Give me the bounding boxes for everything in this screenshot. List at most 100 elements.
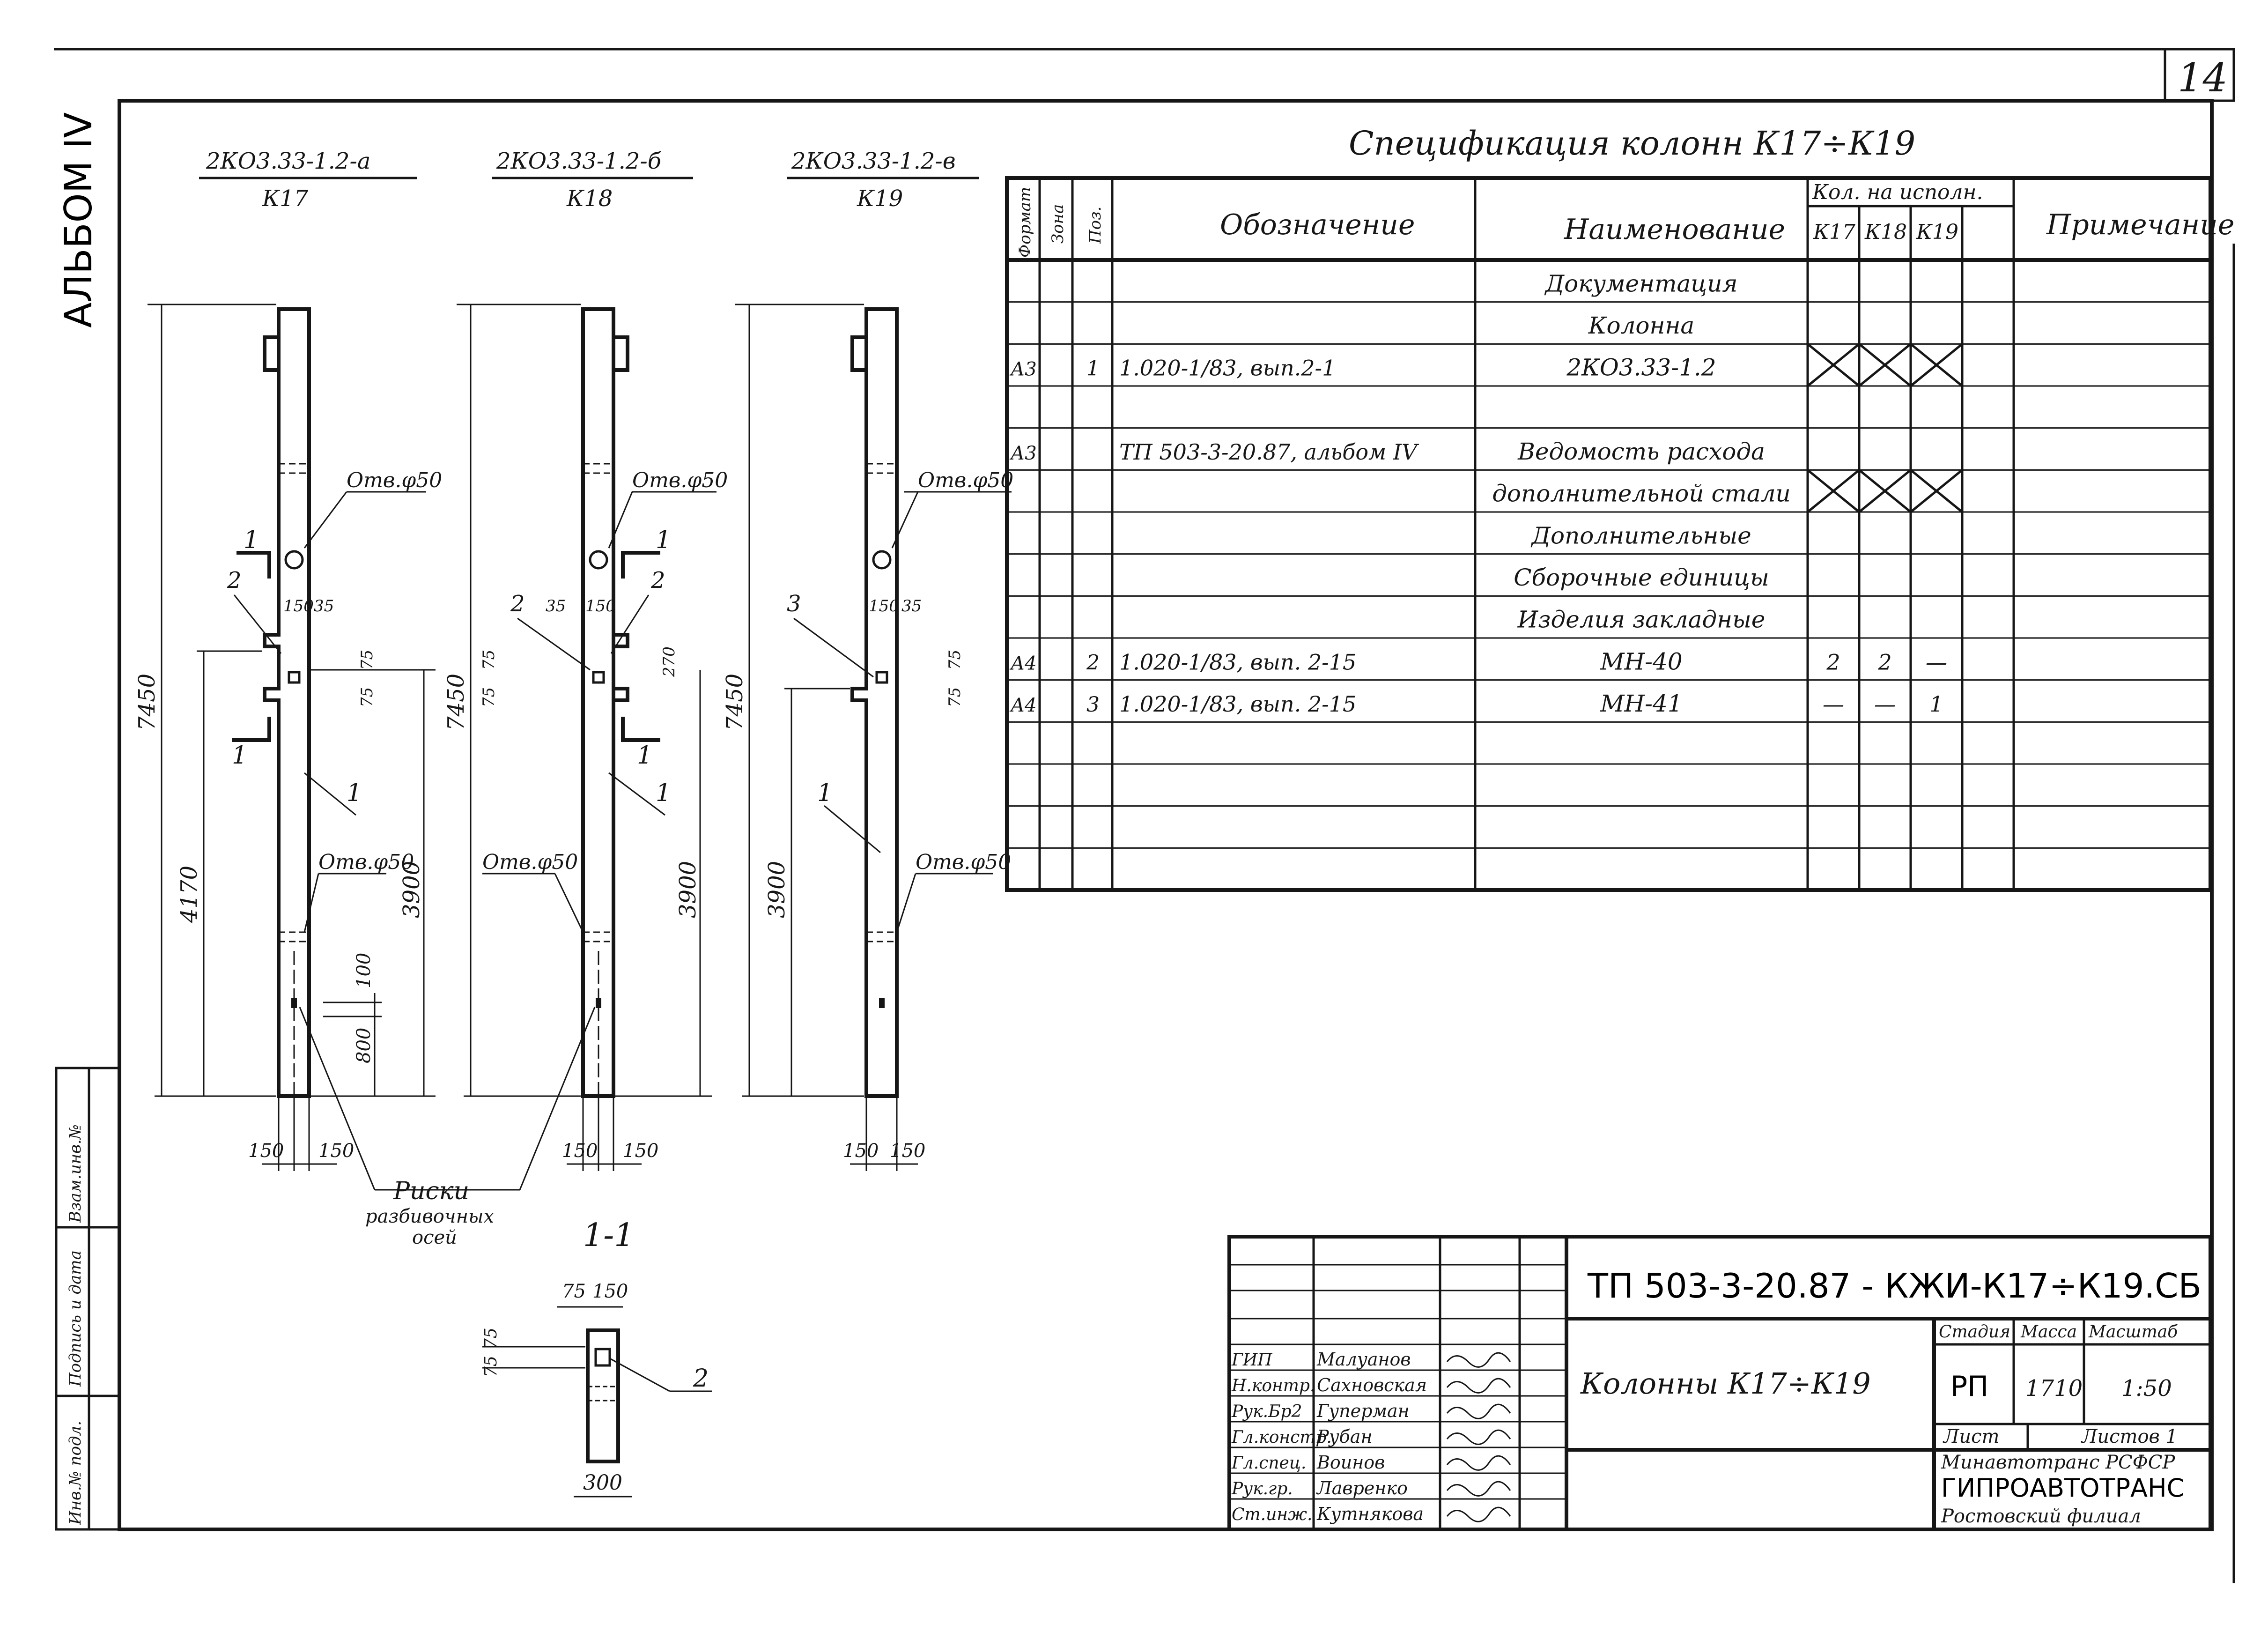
column-k17: 2КО3.33-1.2-а К17 7450 4170 3900 Отв.φ50… xyxy=(134,148,442,1171)
column-k19-dim-75b: 75 xyxy=(946,687,964,707)
column-k19-pos-label: 3 xyxy=(787,591,801,617)
signature-scribble xyxy=(1446,1455,1511,1471)
spec-table: Спецификация колонн К17÷К19 Формат Зона … xyxy=(1005,124,2234,892)
titleblock-person: Гуперман xyxy=(1316,1401,1410,1421)
column-k17-dim-75b: 75 xyxy=(358,687,377,707)
signature-scribble xyxy=(1446,1481,1511,1497)
column-k17-code: 2КО3.33-1.2-а xyxy=(206,148,370,174)
spec-title: Спецификация колонн К17÷К19 xyxy=(1349,124,1915,163)
titleblock-scale-header: Масштаб xyxy=(2088,1322,2178,1342)
column-k18-dim-35: 35 xyxy=(546,597,566,616)
spec-cross-mark xyxy=(1910,343,1963,387)
section-title: 1-1 xyxy=(583,1217,635,1254)
column-k17-dim-800: 800 xyxy=(353,1028,375,1063)
spec-cell-format: А3 xyxy=(1009,359,1037,380)
titleblock-role: Ст.инж. xyxy=(1232,1505,1312,1524)
column-k17-overall: 7450 xyxy=(134,674,160,731)
spec-header-zone: Зона xyxy=(1049,204,1067,244)
side-stamp: Инв.№ подл. Подпись и дата Взам.инв.№ xyxy=(55,1067,121,1531)
spec-header-qty: Кол. на исполн. xyxy=(1812,180,1983,204)
spec-header-k18: К18 xyxy=(1864,220,1907,244)
signature-scribble xyxy=(1446,1378,1511,1394)
spec-cell-format: А4 xyxy=(1009,653,1037,674)
spec-cell-designation: ТП 503-3-20.87, альбом IV xyxy=(1119,439,1419,465)
column-k18-dim-75a: 75 xyxy=(480,650,498,670)
column-k17-bottom-dim-2: 150 xyxy=(318,1140,354,1162)
column-k18-bottom-dim-1: 150 xyxy=(562,1140,598,1162)
signature-scribble xyxy=(1446,1429,1511,1445)
column-k18-hole-bottom: Отв.φ50 xyxy=(482,850,578,874)
column-k19-mark: К19 xyxy=(857,185,903,212)
titleblock-stage-header: Стадия xyxy=(1939,1322,2010,1342)
spec-cell-name: Документация xyxy=(1544,270,1737,297)
column-k17-upper-dim: 3900 xyxy=(399,861,425,918)
column-k19-dim-35: 35 xyxy=(901,597,922,616)
section-width: 300 xyxy=(583,1471,622,1495)
column-k19-hole-bottom: Отв.φ50 xyxy=(916,850,1011,874)
column-k17-lower: 4170 xyxy=(176,866,202,923)
spec-cell-pos: 1 xyxy=(1086,357,1100,381)
spec-cell-designation: 1.020-1/83, вып. 2-15 xyxy=(1119,649,1356,675)
spec-cell-designation: 1.020-1/83, вып.2-1 xyxy=(1119,356,1336,381)
column-k18-pos-main: 1 xyxy=(656,779,671,807)
titleblock-role: Н.контр. xyxy=(1231,1376,1315,1395)
spec-header-k17: К17 xyxy=(1813,220,1855,244)
spec-cell-pos: 2 xyxy=(1086,651,1100,675)
spec-cell-k17: 2 xyxy=(1826,649,1840,675)
section-dim-top-2: 150 xyxy=(592,1281,628,1302)
column-k17-dim-100: 100 xyxy=(353,953,375,988)
column-k17-hole-bottom: Отв.φ50 xyxy=(318,850,414,874)
titleblock-person: Сахновская xyxy=(1317,1375,1427,1395)
spec-header-name: Наименование xyxy=(1564,213,1785,246)
section-pos: 2 xyxy=(693,1365,709,1393)
axis-marks-note-line2: разбивочных xyxy=(365,1206,494,1227)
column-k18-upper-dim: 3900 xyxy=(675,861,701,918)
column-k18-dim-75b: 75 xyxy=(480,687,498,707)
column-k18-mark: К18 xyxy=(566,185,613,212)
spec-cell-name: Сборочные единицы xyxy=(1514,564,1769,591)
sheet-frame: 14 xyxy=(54,48,2235,1583)
spec-cell-pos: 3 xyxy=(1086,693,1100,717)
spec-cell-format: А4 xyxy=(1009,695,1037,716)
album-label: АЛЬБОМ IV xyxy=(57,112,100,328)
spec-cell-format: А3 xyxy=(1009,443,1037,464)
side-stamp-replace: Взам.инв.№ xyxy=(66,1124,85,1223)
titleblock-person: Кутнякова xyxy=(1316,1504,1424,1524)
spec-cell-name: Изделия закладные xyxy=(1517,606,1766,633)
column-k19-dim-75a: 75 xyxy=(946,650,964,670)
sheet-number: 14 xyxy=(2178,55,2228,101)
spec-cross-mark xyxy=(1858,469,1912,513)
column-k19-code: 2КО3.33-1.2-в xyxy=(791,148,956,174)
column-k19-pos-main: 1 xyxy=(817,779,833,807)
column-k18-bottom-dim-2: 150 xyxy=(623,1140,658,1162)
spec-cell-k17: — xyxy=(1823,691,1844,717)
column-k19: 2КО3.33-1.2-в К19 7450 3900 Отв.φ50 Отв.… xyxy=(722,148,1013,1171)
title-block: ТП 503-3-20.87 - КЖИ-К17÷К19.СБ Колонны … xyxy=(1227,1235,2212,1531)
column-k17-hole-top: Отв.φ50 xyxy=(347,468,442,492)
spec-cross-mark xyxy=(1807,469,1860,513)
signature-scribble xyxy=(1446,1506,1511,1522)
titleblock-scale: 1:50 xyxy=(2121,1375,2172,1402)
spec-cell-k19: — xyxy=(1926,649,1947,675)
column-k18-code: 2КО3.33-1.2-б xyxy=(496,148,662,174)
titleblock-org1: Минавтотранс РСФСР xyxy=(1941,1452,2175,1473)
titleblock-name: Колонны К17÷К19 xyxy=(1580,1366,1871,1401)
axis-marks-note-line1: Риски xyxy=(393,1177,469,1205)
column-k18: 2КО3.33-1.2-б К18 7450 3900 Отв.φ50 Отв.… xyxy=(443,148,728,1171)
spec-cell-name: Колонна xyxy=(1588,312,1694,339)
axis-marks-note-line3: осей xyxy=(412,1227,457,1248)
column-k19-bottom-dim-2: 150 xyxy=(890,1140,925,1162)
titleblock-role: Рук.Бр2 xyxy=(1231,1402,1302,1421)
column-k19-dim-150: 150 xyxy=(869,597,899,616)
titleblock-stage: РП xyxy=(1950,1370,1988,1403)
titleblock-mass-header: Масса xyxy=(2020,1322,2077,1342)
column-k18-hole-top: Отв.φ50 xyxy=(632,468,728,492)
column-k19-hole-top: Отв.φ50 xyxy=(918,468,1013,492)
titleblock-role: Гл.спец. xyxy=(1231,1454,1306,1473)
section-dim-top-1: 75 xyxy=(562,1281,586,1302)
column-k18-overall: 7450 xyxy=(443,674,469,731)
section-dim-side-1: 75 xyxy=(481,1328,501,1349)
